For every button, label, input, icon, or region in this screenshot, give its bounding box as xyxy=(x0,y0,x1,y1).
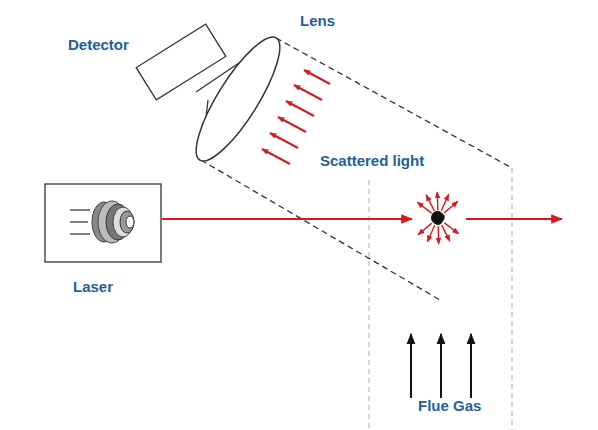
duct-wall xyxy=(368,180,369,430)
laser-beam xyxy=(466,218,562,220)
particle xyxy=(431,211,445,225)
part-label: Laser xyxy=(73,278,113,296)
laser-beam xyxy=(162,218,412,220)
part-label: Scattered light xyxy=(320,152,424,170)
view-boundary xyxy=(276,38,512,168)
laser-housing xyxy=(45,184,161,262)
duct-wall xyxy=(511,168,512,430)
view-boundary xyxy=(201,160,440,300)
part-label: Detector xyxy=(68,36,129,54)
part-label: Flue Gas xyxy=(418,397,481,415)
laser-icon xyxy=(70,201,134,243)
lens xyxy=(183,27,293,170)
detector-body xyxy=(136,24,226,100)
collected-light xyxy=(262,70,330,164)
scatter-rays xyxy=(417,192,458,244)
part-label: Lens xyxy=(300,12,335,30)
gas-flow xyxy=(411,334,471,398)
